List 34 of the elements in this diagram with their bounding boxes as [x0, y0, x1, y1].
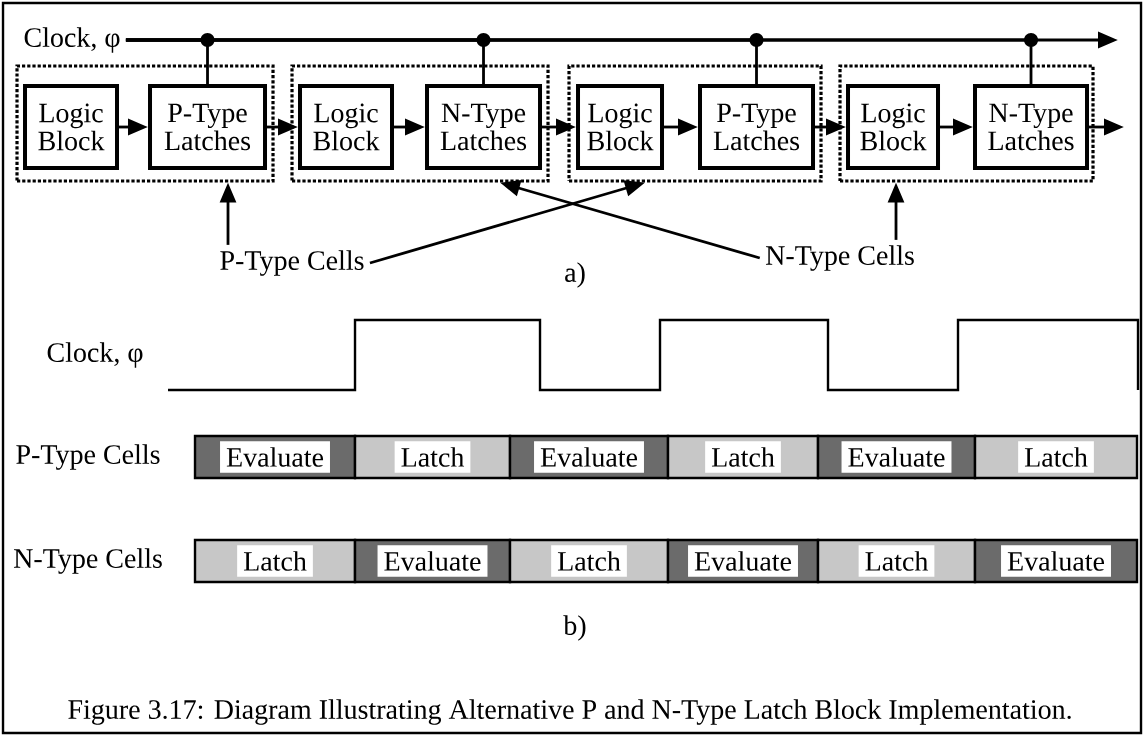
block-box: Logic Block: [298, 84, 394, 170]
group-box: [838, 64, 1095, 183]
evaluate-segment: Evaluate: [193, 434, 357, 480]
block-box: Logic Block: [576, 84, 664, 170]
latch-segment: Latch: [973, 434, 1139, 480]
text-label: P-Type Cells: [16, 444, 160, 470]
block-box: N-Type Latches: [425, 84, 542, 170]
block-box: P-Type Latches: [148, 84, 267, 170]
text-label: P-Type Cells: [220, 250, 364, 276]
latch-segment: Latch: [353, 434, 512, 480]
evaluate-segment: Evaluate: [353, 538, 512, 584]
group-box: [567, 64, 823, 183]
clock-tap-line: [125, 38, 1033, 84]
latch-segment: Latch: [816, 538, 977, 584]
text-label: Clock, φ: [24, 27, 120, 53]
block-box: Logic Block: [23, 84, 119, 170]
evaluate-segment: Evaluate: [816, 434, 977, 480]
group-box: [290, 64, 550, 183]
group-box: [15, 64, 275, 183]
latch-segment: Latch: [666, 434, 820, 480]
text-label: Clock, φ: [47, 342, 143, 368]
text-label: b): [563, 615, 586, 641]
evaluate-segment: Evaluate: [666, 538, 820, 584]
text-label: N-Type Cells: [14, 548, 162, 574]
latch-segment: Latch: [193, 538, 357, 584]
text-label: N-Type Cells: [766, 245, 914, 271]
evaluate-segment: Evaluate: [973, 538, 1139, 584]
evaluate-segment: Evaluate: [508, 434, 670, 480]
latch-segment: Latch: [508, 538, 670, 584]
block-box: N-Type Latches: [973, 84, 1089, 170]
block-box: P-Type Latches: [698, 84, 815, 170]
caption: Figure 3.17: Diagram Illustrating Alternative P and N-Type Latch Block Implementation.: [68, 699, 1071, 725]
block-box: Logic Block: [846, 84, 940, 170]
text-label: a): [565, 262, 585, 288]
